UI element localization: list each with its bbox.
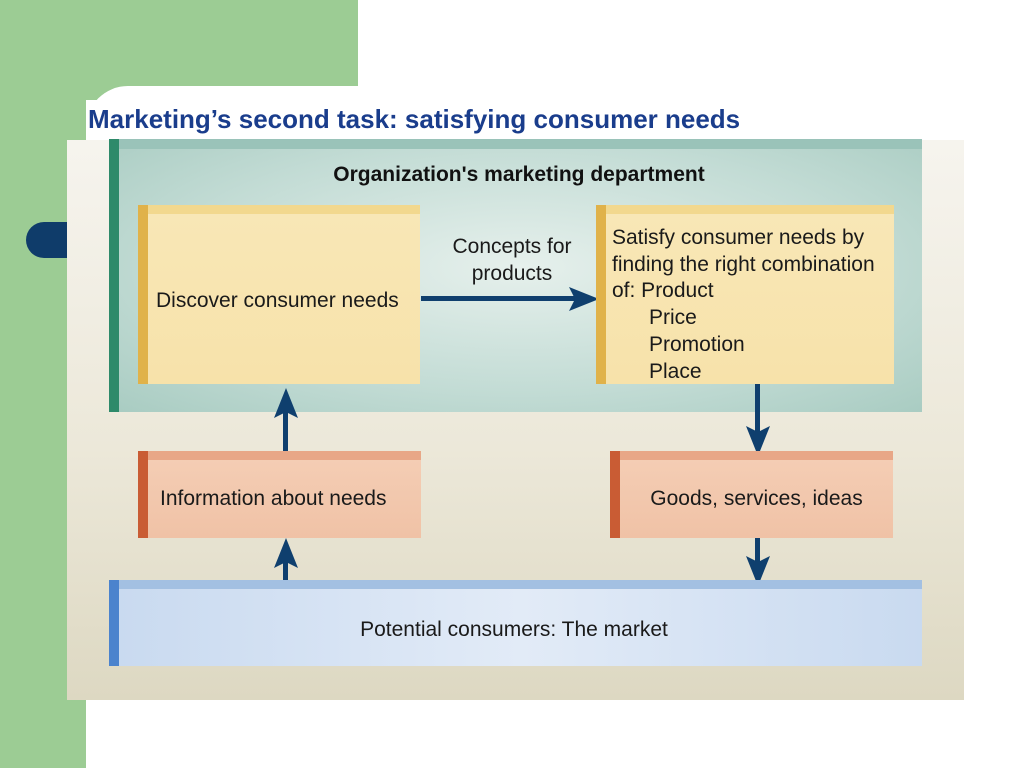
mix-item-price: Price <box>649 306 697 329</box>
department-panel-side-edge <box>109 139 119 412</box>
slide-title: Marketing’s second task: satisfying cons… <box>88 104 741 134</box>
information-box-top-edge <box>144 451 421 460</box>
mix-item-place: Place <box>649 360 702 383</box>
satisfy-needs-box: Satisfy consumer needs by finding the ri… <box>606 214 894 384</box>
information-box-side-edge <box>138 451 148 538</box>
satisfy-text-line-3: of: Product <box>612 279 714 302</box>
department-title: Organization's marketing department <box>333 163 705 186</box>
concepts-label-line-2: products <box>471 262 553 285</box>
goods-box-top-edge <box>616 451 893 460</box>
information-to-discover-arrow-shaft <box>283 412 288 457</box>
discover-box-top-edge <box>144 205 420 214</box>
market-box-side-edge <box>109 580 119 666</box>
market-label: Potential consumers: The market <box>360 618 668 641</box>
goods-services-ideas-box: Goods, services, ideas <box>620 460 893 538</box>
information-about-needs-box: Information about needs <box>148 460 421 538</box>
arrow-up-icon <box>274 538 298 568</box>
department-panel-top-edge <box>117 139 922 149</box>
discover-needs-label: Discover consumer needs <box>156 289 399 312</box>
goods-to-market-arrow-shaft <box>755 538 760 564</box>
satisfy-box-top-edge <box>602 205 894 214</box>
satisfy-box-side-edge <box>596 205 606 384</box>
discover-box-side-edge <box>138 205 148 384</box>
satisfy-to-goods-arrow-shaft <box>755 384 760 434</box>
goods-box-side-edge <box>610 451 620 538</box>
market-box-top-edge <box>116 580 922 589</box>
satisfy-text-line-1: Satisfy consumer needs by <box>612 226 865 249</box>
satisfy-text-line-2: finding the right combination <box>612 253 875 276</box>
information-label: Information about needs <box>160 487 387 510</box>
mix-item-promotion: Promotion <box>649 333 745 356</box>
arrow-down-icon <box>746 556 770 586</box>
arrow-down-icon <box>746 426 770 456</box>
concepts-label-line-1: Concepts for <box>452 235 572 258</box>
market-to-information-arrow-shaft <box>283 560 288 586</box>
arrow-right-icon <box>569 287 599 311</box>
goods-label: Goods, services, ideas <box>650 487 863 510</box>
discover-needs-box: Discover consumer needs <box>148 214 420 384</box>
concepts-arrow-shaft <box>421 296 579 301</box>
potential-consumers-box: Potential consumers: The market <box>119 589 922 666</box>
arrow-up-icon <box>274 388 298 418</box>
